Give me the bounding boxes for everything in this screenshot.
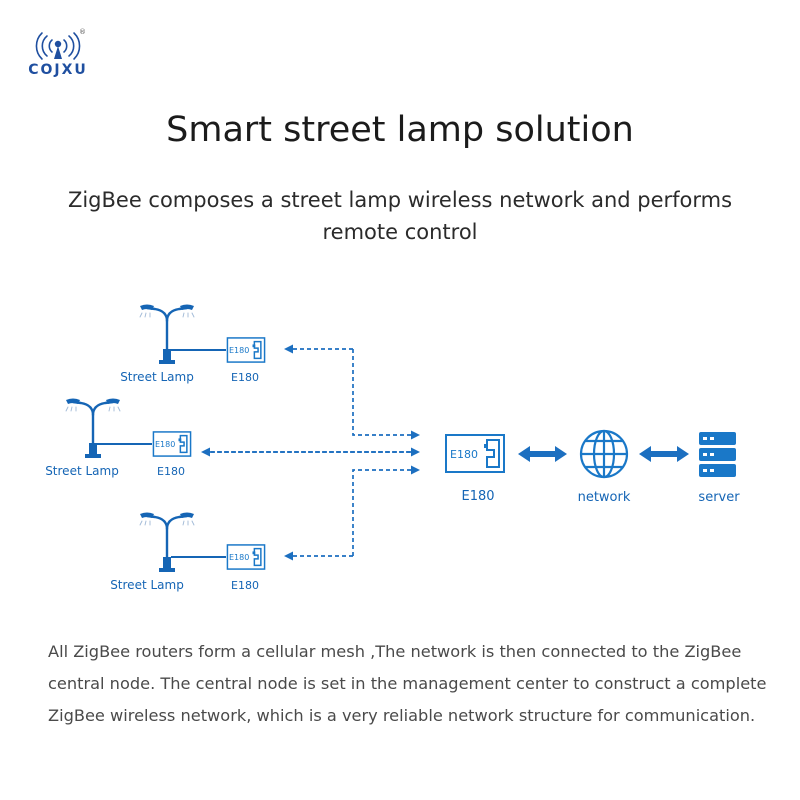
street-lamp-label: Street Lamp	[110, 578, 184, 592]
description-paragraph: All ZigBee routers form a cellular mesh …	[48, 642, 767, 725]
street-lamp-unit-3: E180 Street Lamp E180	[110, 511, 266, 592]
link-arrow-network-server	[639, 446, 689, 462]
module-label: E180	[231, 371, 259, 384]
central-node-label: E180	[461, 489, 494, 504]
module-label: E180	[231, 579, 259, 592]
central-module-antenna-icon	[486, 439, 500, 468]
page-title: Smart street lamp solution	[166, 110, 634, 150]
street-lamp-icon	[138, 511, 196, 573]
street-lamp-icon	[138, 303, 196, 365]
server-node: server	[698, 432, 740, 505]
module-chip-text: E180	[229, 346, 249, 355]
street-lamp-label: Street Lamp	[45, 464, 119, 478]
central-module-pad	[484, 444, 488, 448]
globe-icon	[579, 429, 629, 479]
street-lamp-unit-2: E180 Street Lamp E180	[45, 397, 192, 478]
central-chip-text: E180	[450, 448, 478, 461]
street-lamp-label: Street Lamp	[120, 370, 194, 384]
link-arrow-central-network	[518, 446, 567, 462]
brand-name: COJXU	[28, 62, 88, 78]
page-subtitle: ZigBee composes a street lamp wireless n…	[67, 188, 733, 244]
module-label: E180	[157, 465, 185, 478]
network-label: network	[578, 490, 631, 505]
server-icon	[699, 432, 736, 477]
street-lamp-icon	[64, 397, 122, 459]
wireless-links	[201, 344, 420, 561]
network-node: network	[578, 429, 631, 505]
module-chip-text: E180	[229, 553, 249, 562]
street-lamp-unit-1: E180 Street Lamp E180	[120, 303, 266, 384]
wireless-link-1-to-central	[352, 349, 420, 440]
wireless-signal-icon	[35, 32, 81, 60]
registered-mark: ®	[79, 28, 86, 36]
brand-logo: ® COJXU	[22, 28, 102, 82]
network-diagram: E180 Street Lamp E180 E180 Street Lamp E…	[45, 303, 740, 592]
server-label: server	[698, 490, 740, 505]
module-chip-text: E180	[155, 440, 175, 449]
central-node: E180 E180	[445, 434, 505, 504]
wireless-link-3-to-central	[352, 465, 420, 556]
